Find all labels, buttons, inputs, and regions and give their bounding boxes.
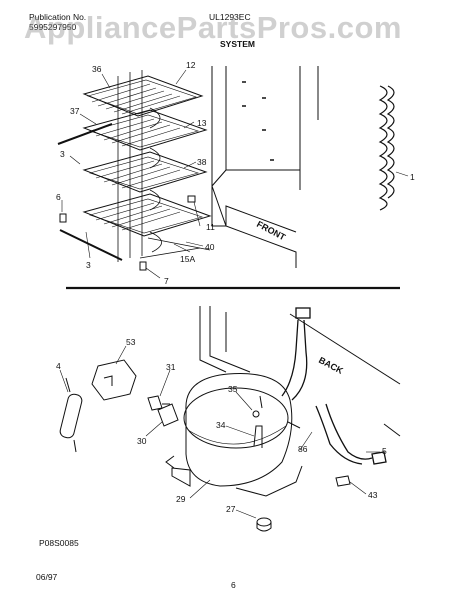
callout-37: 37 xyxy=(70,106,80,116)
leader-lines-lower xyxy=(59,345,380,519)
shelf-retainer-upper xyxy=(57,123,113,145)
callout-29: 29 xyxy=(176,494,186,504)
callout-31: 31 xyxy=(166,362,176,372)
callout-3-upper: 3 xyxy=(60,149,65,159)
publication-label: Publication No. xyxy=(29,12,87,22)
shelf-third xyxy=(82,151,208,193)
callout-34: 34 xyxy=(216,420,226,430)
callout-4: 4 xyxy=(56,361,61,371)
section-title: SYSTEM xyxy=(220,39,255,49)
page-number: 6 xyxy=(231,580,236,590)
terminal-part-35 xyxy=(252,410,260,418)
overload-protector xyxy=(147,395,170,411)
model-number: UL1293EC xyxy=(209,12,251,22)
condenser-coil xyxy=(378,85,395,211)
callout-15a: 15A xyxy=(180,254,195,264)
callout-6: 6 xyxy=(56,192,61,202)
shelf-support xyxy=(187,195,196,203)
drier xyxy=(59,377,83,453)
callout-36: 36 xyxy=(92,64,102,74)
shelf-bottom xyxy=(82,193,212,237)
cabinet-liner xyxy=(211,66,319,268)
callout-35: 35 xyxy=(228,384,238,394)
evaporator-coil xyxy=(117,70,211,262)
clip-part xyxy=(59,213,67,223)
callout-1: 1 xyxy=(410,172,415,182)
callout-38: 38 xyxy=(197,157,207,167)
callout-5: 5 xyxy=(382,446,387,456)
shelf-top xyxy=(82,75,204,117)
callout-27: 27 xyxy=(226,504,236,514)
footer-date: 06/97 xyxy=(36,572,58,582)
callout-86: 86 xyxy=(298,444,308,454)
cabinet-back-corner xyxy=(199,306,401,437)
callout-3-lower: 3 xyxy=(86,260,91,270)
callout-30: 30 xyxy=(137,436,147,446)
callout-40: 40 xyxy=(205,242,215,252)
relay-cover xyxy=(91,359,137,401)
diagram-code: P08S0085 xyxy=(39,538,79,548)
callout-13: 13 xyxy=(197,118,207,128)
grommet-part-27 xyxy=(256,517,272,532)
shelf-retainer-lower xyxy=(59,229,123,261)
callout-11: 11 xyxy=(206,222,215,232)
leader-lines-upper xyxy=(61,69,409,279)
callout-12: 12 xyxy=(186,60,196,70)
connector-part-43 xyxy=(335,475,351,487)
callout-43: 43 xyxy=(368,490,378,500)
shelf-second xyxy=(82,109,208,151)
relay-part-30 xyxy=(157,403,179,427)
watermark: AppliancePartsPros.com xyxy=(24,10,402,45)
callout-53: 53 xyxy=(126,337,136,347)
back-label: BACK xyxy=(317,355,345,376)
clip-bottom xyxy=(139,261,147,271)
compressor xyxy=(165,373,303,497)
publication-number: 5995297950 xyxy=(29,22,77,32)
wire-harness xyxy=(281,307,387,465)
callout-7: 7 xyxy=(164,276,169,286)
